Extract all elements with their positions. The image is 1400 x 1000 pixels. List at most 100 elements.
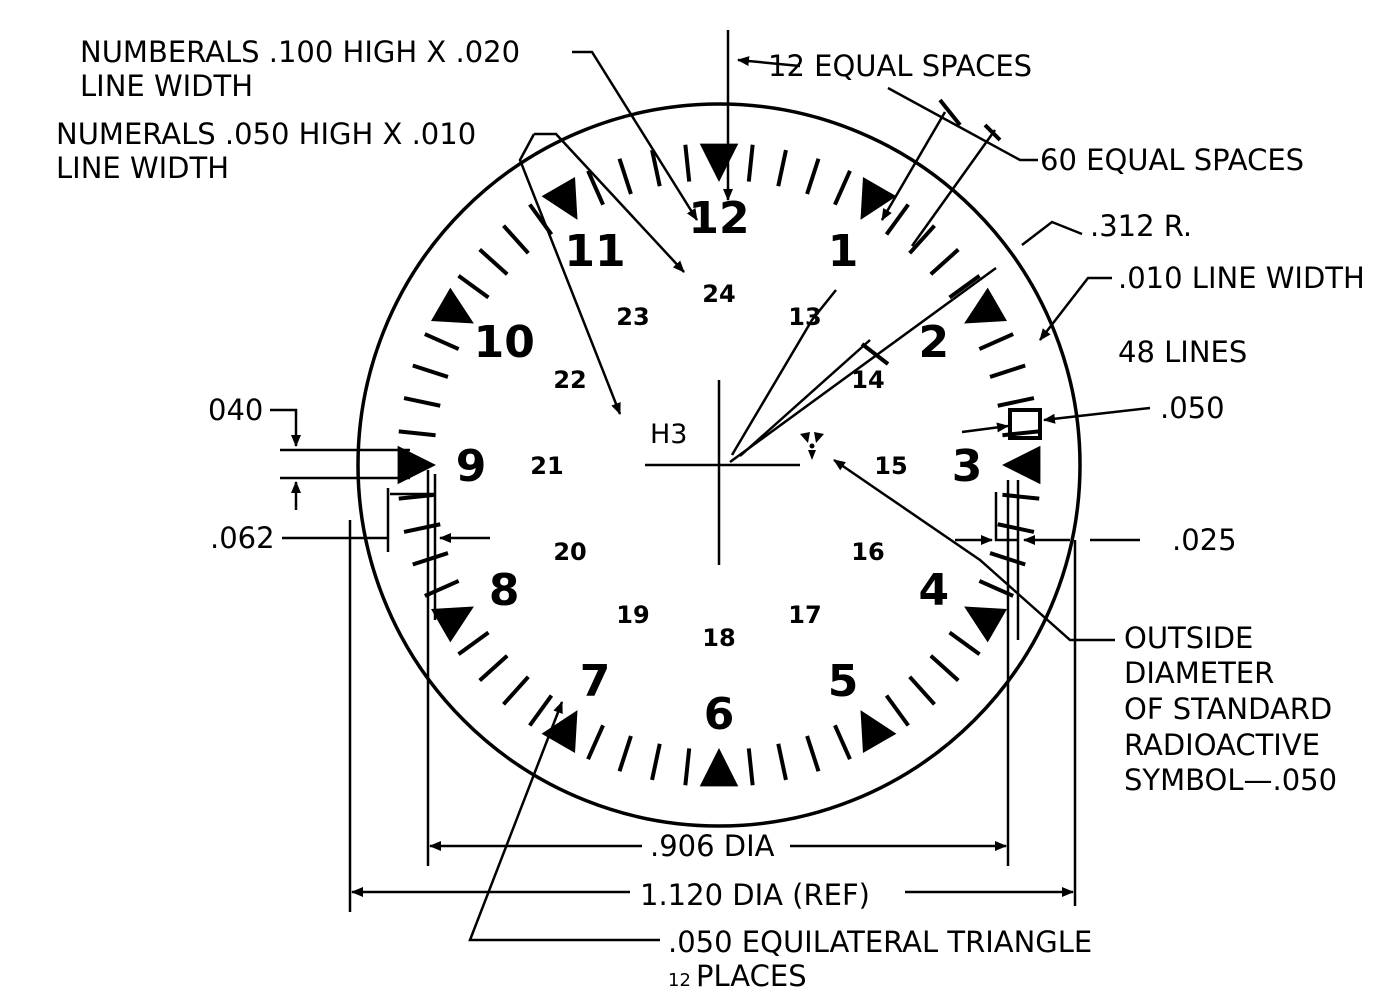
- label-numerals-large-2: LINE WIDTH: [80, 69, 253, 103]
- hour-triangle: [860, 710, 897, 754]
- hour-triangle: [699, 143, 739, 182]
- minute-tick: [412, 551, 449, 567]
- minute-tick: [948, 630, 981, 656]
- minute-tick: [948, 274, 981, 300]
- label-triangle-count: 12: [668, 970, 691, 991]
- label-triangle: .050 EQUILATERAL TRIANGLE: [668, 925, 1092, 959]
- minute-tick: [478, 248, 509, 276]
- hour24-numeral: 20: [553, 538, 586, 566]
- minute-tick: [908, 224, 936, 255]
- label-outside-5: SYMBOL—.050: [1124, 763, 1337, 797]
- minute-tick: [398, 492, 436, 501]
- label-outside-1: OUTSIDE: [1124, 621, 1253, 655]
- minute-tick: [997, 522, 1035, 534]
- minute-tick: [978, 332, 1014, 351]
- hour-triangle: [699, 748, 739, 787]
- label-outside-2: DIAMETER: [1124, 656, 1274, 690]
- minute-tick: [457, 630, 490, 656]
- hour24-numeral: 18: [702, 624, 735, 652]
- hour-triangles: [397, 143, 1041, 787]
- minute-tick: [398, 429, 436, 438]
- label-1120-dia: 1.120 DIA (REF): [640, 878, 870, 912]
- minute-tick: [502, 675, 530, 706]
- label-triangle-places: PLACES: [696, 959, 807, 993]
- center-label: H3: [650, 419, 687, 450]
- minute-tick: [833, 724, 852, 760]
- minute-tick: [424, 579, 460, 598]
- minute-tick: [884, 694, 910, 727]
- minute-tick: [650, 149, 662, 187]
- hour-numeral: 8: [489, 565, 520, 616]
- hour24-numeral: 24: [702, 280, 735, 308]
- hour-numeral: 5: [828, 656, 859, 707]
- minute-tick: [833, 170, 852, 206]
- hour24-numeral: 17: [788, 601, 821, 629]
- label-040: 040: [208, 393, 263, 427]
- minute-tick: [989, 363, 1026, 379]
- minute-tick: [586, 724, 605, 760]
- hour24-numeral: 22: [553, 366, 586, 394]
- minute-tick: [586, 170, 605, 206]
- minute-tick: [650, 743, 662, 781]
- hour-triangle: [430, 287, 474, 324]
- minute-tick: [412, 363, 449, 379]
- label-60-equal-spaces: 60 EQUAL SPACES: [1040, 143, 1304, 177]
- label-outside-3: OF STANDARD: [1124, 692, 1332, 726]
- minute-tick: [403, 396, 441, 408]
- minute-tick: [776, 149, 788, 187]
- minute-tick: [746, 144, 755, 182]
- hour24-numeral: 23: [616, 303, 649, 331]
- hour24-numeral: 13: [788, 303, 821, 331]
- dial-outline: [356, 102, 1082, 828]
- minute-tick: [1002, 429, 1040, 438]
- hour-triangle: [430, 606, 474, 643]
- minute-tick: [457, 274, 490, 300]
- minute-tick: [929, 654, 960, 682]
- label-906-dia: .906 DIA: [650, 829, 775, 863]
- minute-tick: [746, 748, 755, 786]
- label-062: .062: [210, 521, 275, 555]
- hour-numeral: 3: [952, 441, 983, 492]
- hour-numeral: 11: [564, 226, 625, 277]
- minute-tick: [805, 158, 821, 195]
- minute-tick: [617, 158, 633, 195]
- hour-numeral: 12: [688, 193, 749, 244]
- hour-triangle: [964, 606, 1008, 643]
- hour24-numeral: 21: [530, 452, 563, 480]
- label-line-width: .010 LINE WIDTH: [1118, 261, 1365, 295]
- label-numerals-small: NUMERALS .050 HIGH X .010: [56, 117, 476, 151]
- leader-lines: [270, 30, 1151, 942]
- minute-tick: [478, 654, 509, 682]
- label-outside-4: RADIOACTIVE: [1124, 728, 1320, 762]
- hour-triangle: [541, 710, 578, 754]
- minute-tick: [929, 248, 960, 276]
- hour-numeral: 2: [918, 317, 949, 368]
- minute-tick: [683, 748, 692, 786]
- minute-tick: [683, 144, 692, 182]
- minute-tick: [502, 224, 530, 255]
- minute-tick: [617, 735, 633, 772]
- hour-numeral: 1: [828, 226, 859, 277]
- minute-tick: [884, 203, 910, 236]
- hour-numeral: 7: [580, 656, 611, 707]
- hour24-numeral: 15: [874, 452, 907, 480]
- minute-tick: [908, 675, 936, 706]
- label-numerals-small-2: LINE WIDTH: [56, 151, 229, 185]
- label-12-equal-spaces: 12 EQUAL SPACES: [768, 49, 1032, 83]
- hour-numeral: 9: [456, 441, 487, 492]
- hour-triangle: [860, 176, 897, 220]
- minute-tick: [805, 735, 821, 772]
- minute-tick: [997, 396, 1035, 408]
- hour-numeral: 10: [474, 317, 535, 368]
- minute-tick: [776, 743, 788, 781]
- hour-numeral: 6: [704, 689, 735, 740]
- label-48-lines: 48 LINES: [1118, 335, 1247, 369]
- label-square-050: .050: [1160, 391, 1225, 425]
- label-numerals-large: NUMBERALS .100 HIGH X .020: [80, 35, 520, 69]
- hour-triangle: [964, 287, 1008, 324]
- hour-triangle: [1002, 445, 1041, 485]
- label-025: .025: [1172, 523, 1237, 557]
- radioactive-symbol-icon: [800, 432, 824, 460]
